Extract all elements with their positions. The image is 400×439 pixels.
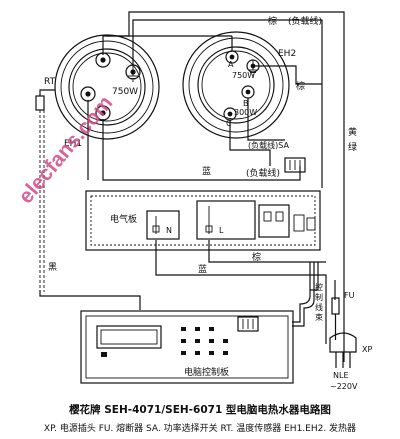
- eh2-label: EH2: [278, 49, 296, 59]
- wire-brown-right: 棕: [296, 80, 305, 92]
- control-line-label-4: 束: [315, 313, 323, 322]
- wire-brown-bottom: 棕: [252, 251, 261, 263]
- ground-icon: [248, 60, 258, 76]
- eh1-power-label: 750W: [112, 87, 138, 97]
- wire-yellow-green-2: 绿: [348, 141, 357, 153]
- eh2-power-b: 300W: [234, 108, 257, 117]
- control-line-label-1: 控: [315, 282, 323, 292]
- load-line-sa: (负载线)SA: [248, 140, 289, 150]
- plug-voltage-label: ~220V: [330, 382, 358, 391]
- control-panel-label: 电脑控制板: [184, 366, 229, 378]
- terminal-l-label: L: [219, 226, 224, 235]
- wire-blue-top: 蓝: [202, 165, 211, 177]
- wire-yellow-green-1: 黄: [348, 126, 357, 138]
- plug-label: XP: [362, 345, 372, 354]
- fuse-label: FU: [344, 291, 355, 300]
- top-wiring: [87, 11, 345, 190]
- ground-icon: [128, 66, 138, 82]
- eh2-terminal-c: C: [226, 119, 232, 128]
- diagram-title: 樱花牌 SEH-4071/SEH-6071 型电脑电热水器电路图: [69, 404, 331, 416]
- eh1-label: EH1: [64, 139, 82, 149]
- load-line-top: (负载线): [288, 15, 322, 27]
- heater-eh2: [182, 31, 290, 139]
- diagram-legend: XP. 电源插头 FU. 熔断器 SA. 功率选择开关 RT. 温度传感器 EH…: [43, 424, 357, 434]
- fuse-fu: [331, 297, 340, 340]
- sensor-rt-label: RT: [44, 77, 56, 87]
- eh2-power-a: 750W: [232, 71, 255, 80]
- eh2-terminal-b: B: [243, 99, 249, 108]
- plug-pins-label: NLE: [333, 371, 349, 380]
- eh2-terminal-a: A: [228, 60, 234, 69]
- terminal-n-label: N: [166, 226, 172, 235]
- wire-blue-bottom: 蓝: [198, 263, 207, 275]
- heater-eh1: [54, 34, 160, 140]
- lower-wiring: [155, 190, 345, 362]
- temperature-sensor-rt: [35, 89, 141, 310]
- power-plug-xp: [329, 332, 357, 368]
- control-line-label-2: 制: [315, 292, 323, 302]
- board-label: 电气板: [110, 213, 137, 225]
- wire-brown-top: 棕: [268, 15, 277, 27]
- load-line-bottom: (负载线): [246, 167, 280, 179]
- electrical-board: [85, 190, 321, 251]
- computer-control-panel: [80, 310, 294, 384]
- wire-black-label: 黑: [48, 262, 57, 273]
- power-selector-switch-sa: [284, 157, 306, 173]
- control-line-label-3: 线: [315, 302, 323, 312]
